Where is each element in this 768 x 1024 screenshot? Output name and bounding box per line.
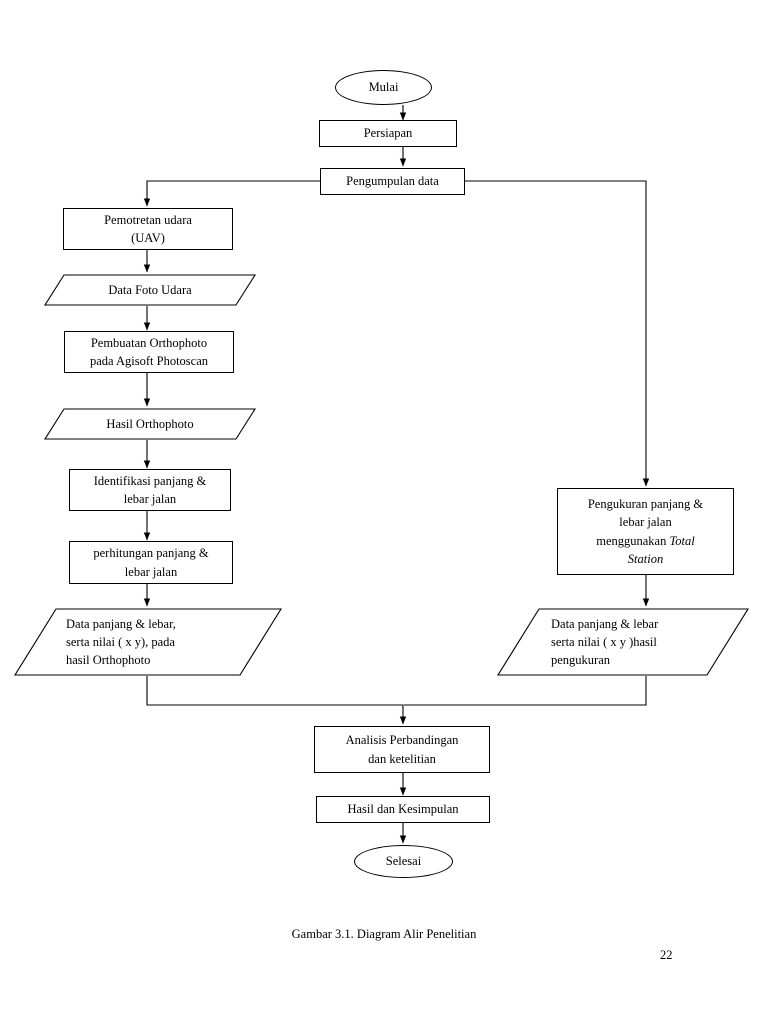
node-mulai-label: Mulai <box>368 80 399 95</box>
node-pemotretan-udara[interactable]: Pemotretan udara (UAV) <box>63 208 233 250</box>
node-pembuatan-orthophoto-label: Pembuatan Orthophoto pada Agisoft Photos… <box>89 335 209 368</box>
parallelogram-shape <box>497 608 749 676</box>
node-pengukuran-line2: lebar jalan <box>619 515 672 530</box>
node-pengukuran-line3-prefix: menggunakan <box>596 533 670 548</box>
node-pembuatan-orthophoto[interactable]: Pembuatan Orthophoto pada Agisoft Photos… <box>64 331 234 373</box>
node-selesai-label: Selesai <box>385 854 422 869</box>
node-identifikasi-panjang-lebar-label: Identifikasi panjang & lebar jalan <box>93 473 207 506</box>
node-pengukuran-line3: menggunakan Total <box>596 532 695 550</box>
node-data-panjang-lebar-pengukuran[interactable]: Data panjang & lebar serta nilai ( x y )… <box>497 608 749 676</box>
node-pengumpulan-data[interactable]: Pengumpulan data <box>320 168 465 195</box>
node-persiapan[interactable]: Persiapan <box>319 120 457 147</box>
parallelogram-shape <box>14 608 282 676</box>
node-pengumpulan-data-label: Pengumpulan data <box>346 174 439 189</box>
page-number: 22 <box>660 948 673 962</box>
node-pengukuran-line3-emphasis: Total <box>669 533 695 548</box>
node-data-panjang-lebar-pengukuran-label: Data panjang & lebar serta nilai ( x y )… <box>551 616 659 668</box>
node-mulai[interactable]: Mulai <box>335 70 432 105</box>
node-selesai[interactable]: Selesai <box>354 845 453 878</box>
parallelogram-shape <box>44 274 256 306</box>
node-perhitungan-panjang-lebar[interactable]: perhitungan panjang & lebar jalan <box>69 541 233 584</box>
node-hasil-orthophoto-label: Hasil Orthophoto <box>106 416 194 431</box>
node-analisis-perbandingan[interactable]: Analisis Perbandingan dan ketelitian <box>314 726 490 773</box>
node-pengukuran-line4: Station <box>627 551 664 566</box>
node-hasil-kesimpulan[interactable]: Hasil dan Kesimpulan <box>316 796 490 823</box>
parallelogram-shape <box>44 408 256 440</box>
node-identifikasi-panjang-lebar[interactable]: Identifikasi panjang & lebar jalan <box>69 469 231 511</box>
node-analisis-perbandingan-label: Analisis Perbandingan dan ketelitian <box>345 733 459 766</box>
node-data-foto-udara-label: Data Foto Udara <box>108 282 192 297</box>
node-persiapan-label: Persiapan <box>363 126 413 141</box>
node-pengukuran-total-station[interactable]: Pengukuran panjang & lebar jalan menggun… <box>557 488 734 575</box>
node-hasil-orthophoto[interactable]: Hasil Orthophoto <box>44 408 256 440</box>
node-pemotretan-udara-label: Pemotretan udara (UAV) <box>104 212 192 245</box>
node-data-panjang-lebar-orthophoto[interactable]: Data panjang & lebar, serta nilai ( x y)… <box>14 608 282 676</box>
node-hasil-kesimpulan-label: Hasil dan Kesimpulan <box>347 802 459 817</box>
node-data-panjang-lebar-orthophoto-label: Data panjang & lebar, serta nilai ( x y)… <box>66 616 176 668</box>
figure-caption: Gambar 3.1. Diagram Alir Penelitian <box>291 927 477 941</box>
node-data-foto-udara[interactable]: Data Foto Udara <box>44 274 256 306</box>
node-perhitungan-panjang-lebar-label: perhitungan panjang & lebar jalan <box>93 546 209 579</box>
node-pengukuran-line1: Pengukuran panjang & <box>587 497 704 512</box>
